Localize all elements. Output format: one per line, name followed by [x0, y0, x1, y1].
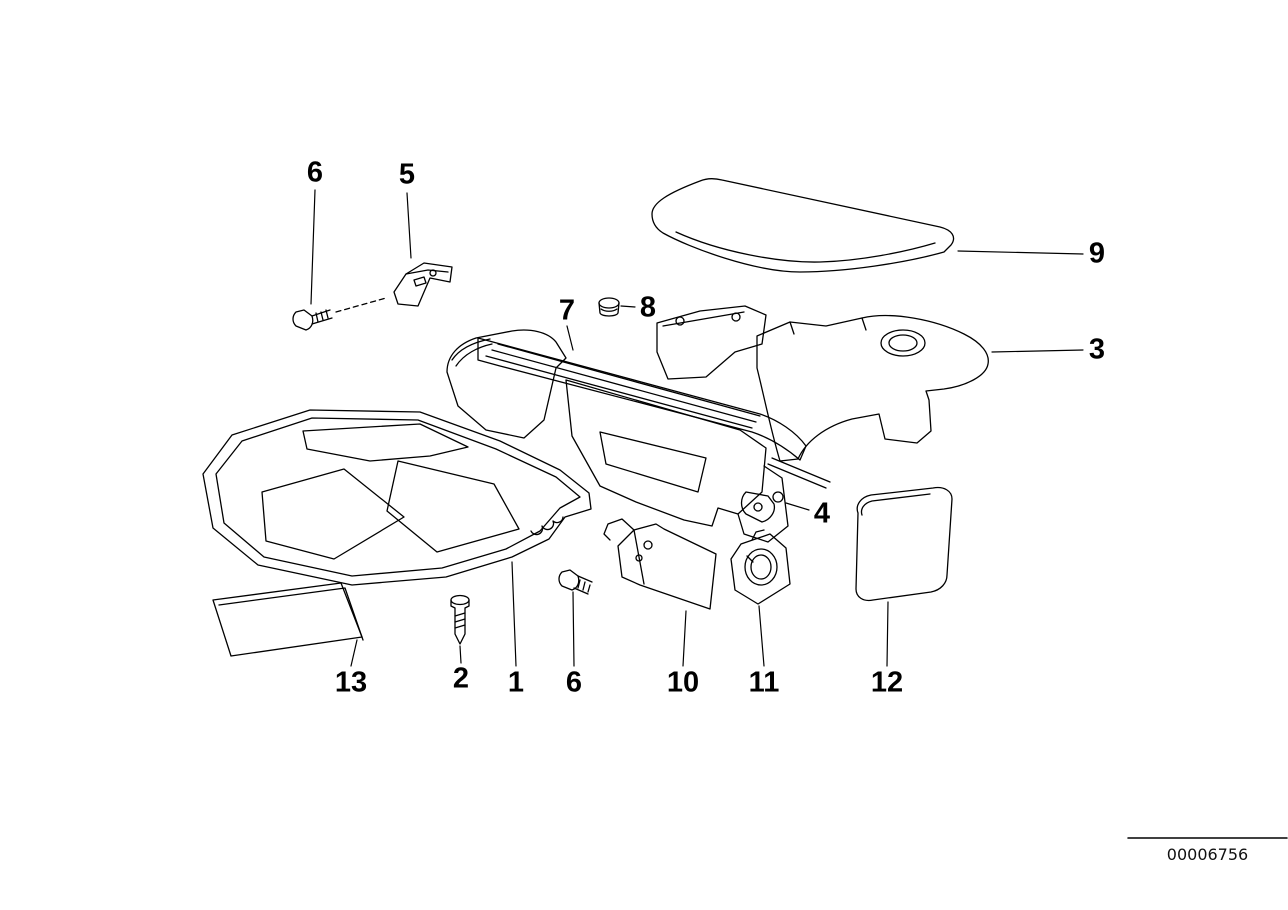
callout-7[interactable]: 7 [558, 294, 576, 327]
callout-10[interactable]: 10 [666, 666, 700, 699]
part-9-shelf-insulation [651, 177, 955, 273]
callout-11[interactable]: 11 [748, 666, 780, 699]
callout-12[interactable]: 12 [870, 666, 904, 699]
part-4-holder [740, 457, 831, 523]
part-12-insulation-pad [855, 486, 953, 602]
part-7-firewall-insulation [446, 329, 807, 543]
part-1-hood-insulation [202, 409, 592, 586]
callout-4[interactable]: 4 [813, 497, 831, 530]
callout-6-lower[interactable]: 6 [565, 666, 583, 699]
callout-13[interactable]: 13 [334, 666, 368, 699]
part-2-expansion-rivet [450, 594, 470, 645]
callout-2[interactable]: 2 [452, 662, 470, 695]
part-6-screw-upper [292, 297, 387, 331]
callout-5[interactable]: 5 [398, 158, 416, 191]
callout-8[interactable]: 8 [639, 291, 657, 324]
callout-3[interactable]: 3 [1088, 333, 1106, 366]
callout-1[interactable]: 1 [507, 666, 525, 699]
part-3-side-insulation [656, 305, 989, 462]
callout-9[interactable]: 9 [1088, 237, 1106, 270]
part-10-small-panel [603, 518, 717, 610]
leader-lines [310, 189, 1084, 667]
callout-6-upper[interactable]: 6 [306, 156, 324, 189]
part-11-bracket-with-hole [730, 529, 791, 605]
diagram-number: 00006756 [1166, 845, 1249, 864]
part-8-grommet [598, 297, 620, 317]
part-5-bracket [393, 262, 453, 307]
part-6-screw-lower [558, 569, 593, 595]
part-13-insulation-sheet [212, 582, 364, 657]
